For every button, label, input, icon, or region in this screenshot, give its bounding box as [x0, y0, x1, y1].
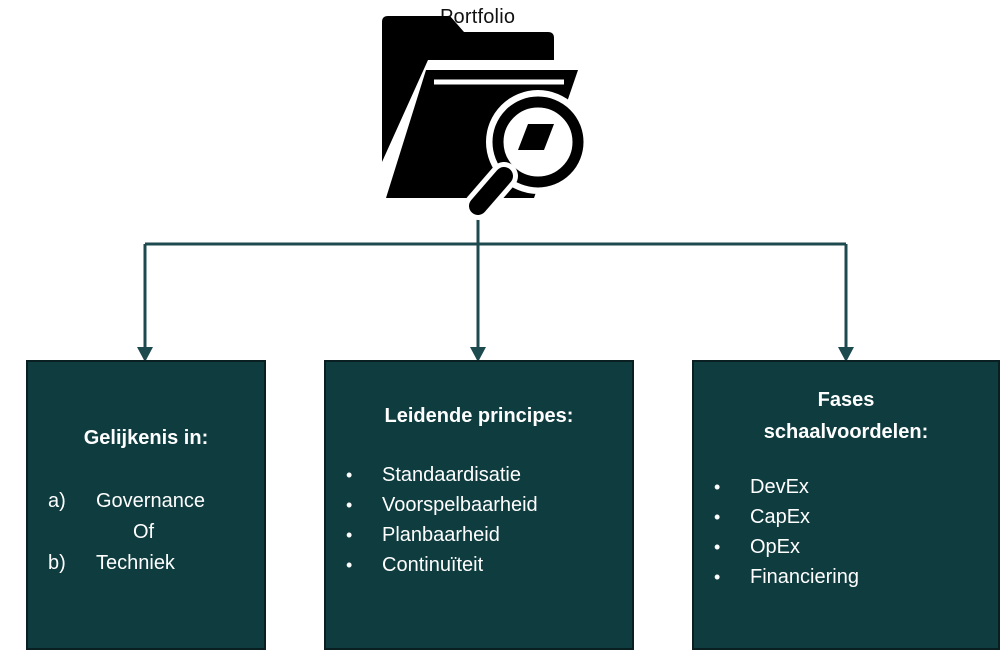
list-marker: b)	[48, 552, 66, 574]
list-item: • Financiering	[694, 562, 998, 592]
list-item: • Continuïteit	[326, 550, 632, 580]
box-leidende-principes: Leidende principes: • Standaardisatie • Vo…	[324, 360, 634, 650]
folder-search-icon	[382, 16, 590, 220]
list-item-text: DevEx	[750, 476, 809, 498]
list-item-text: Of	[133, 521, 155, 543]
list-item-text: CapEx	[750, 506, 811, 528]
bullet-icon: •	[714, 537, 721, 557]
list-item: Of	[28, 517, 264, 548]
list-item-text: Financiering	[750, 566, 859, 588]
alpha-list: a) Governance Of b) Techniek	[28, 486, 264, 579]
bullet-icon: •	[714, 477, 721, 497]
list-marker: a)	[48, 490, 66, 512]
bullet-icon: •	[346, 495, 353, 515]
list-item: • CapEx	[694, 502, 998, 532]
bullet-list: • DevEx • CapEx • OpEx • Financiering	[694, 472, 998, 592]
list-item: a) Governance	[28, 486, 264, 517]
list-item: • Standaardisatie	[326, 460, 632, 490]
list-item-text: Planbaarheid	[382, 524, 500, 546]
connector-path	[143, 215, 848, 352]
list-item-text: Techniek	[96, 552, 175, 574]
list-item: • Planbaarheid	[326, 520, 632, 550]
box-fases-schaalvoordelen: Fases schaalvoordelen: • DevEx • CapEx • Op…	[692, 360, 1000, 650]
box-title: Gelijkenis in:	[83, 427, 209, 449]
box-gelijkenis: Gelijkenis in: a) Governance Of b) Techn…	[26, 360, 266, 650]
box-title: Fases	[817, 389, 875, 411]
arrowhead-center	[470, 347, 486, 362]
box-title: schaalvoordelen:	[763, 421, 929, 443]
bullet-icon: •	[346, 555, 353, 575]
bullet-icon: •	[714, 507, 721, 527]
list-item: b) Techniek	[28, 548, 264, 579]
list-item-text: Governance	[96, 490, 205, 512]
bullet-icon: •	[714, 567, 721, 587]
root-label: Portfolio	[440, 6, 516, 28]
box-title: Leidende principes:	[384, 405, 574, 427]
list-item-text: Standaardisatie	[382, 464, 521, 486]
list-item-text: Continuïteit	[382, 554, 484, 576]
arrowhead-left	[137, 347, 153, 362]
list-item: • OpEx	[694, 532, 998, 562]
list-item-text: Voorspelbaarheid	[382, 494, 538, 516]
arrowhead-right	[838, 347, 854, 362]
bullet-icon: •	[346, 465, 353, 485]
bullet-icon: •	[346, 525, 353, 545]
list-item: • DevEx	[694, 472, 998, 502]
bullet-list: • Standaardisatie • Voorspelbaarheid • Plan…	[326, 460, 632, 580]
list-item-text: OpEx	[750, 536, 801, 558]
list-item: • Voorspelbaarheid	[326, 490, 632, 520]
